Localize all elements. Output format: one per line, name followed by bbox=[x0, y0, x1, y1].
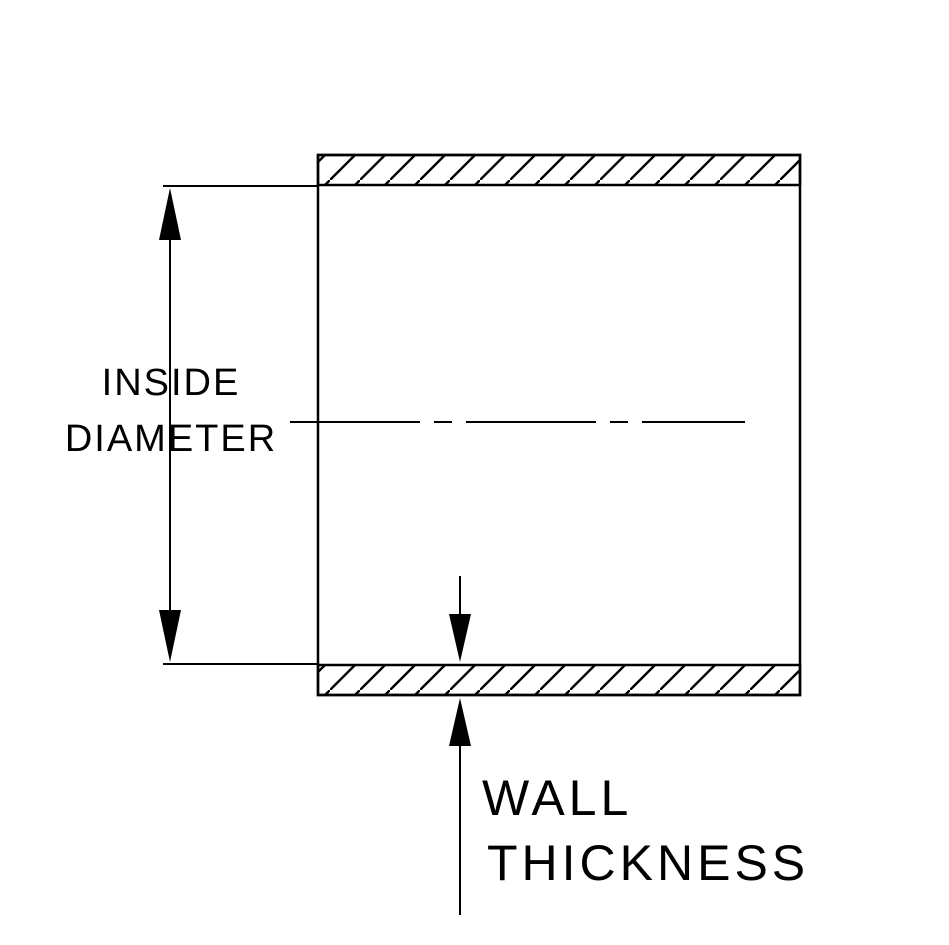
top-wall-hatch bbox=[316, 153, 802, 187]
inside-diameter-arrow-down bbox=[159, 610, 181, 662]
wall-thickness-arrow-up bbox=[449, 698, 471, 746]
tube-body-outline bbox=[316, 153, 802, 697]
wall-thickness-label-line2: THICKNESS bbox=[487, 835, 809, 891]
wall-thickness-arrow-down bbox=[449, 614, 471, 662]
inside-diameter-label-line1: INSIDE bbox=[102, 362, 241, 404]
inside-diameter-arrow-up bbox=[159, 188, 181, 240]
bottom-wall-hatch bbox=[316, 663, 802, 697]
inside-diameter-label-line2: DIAMETER bbox=[65, 418, 277, 460]
wall-thickness-label-line1: WALL bbox=[482, 770, 632, 826]
